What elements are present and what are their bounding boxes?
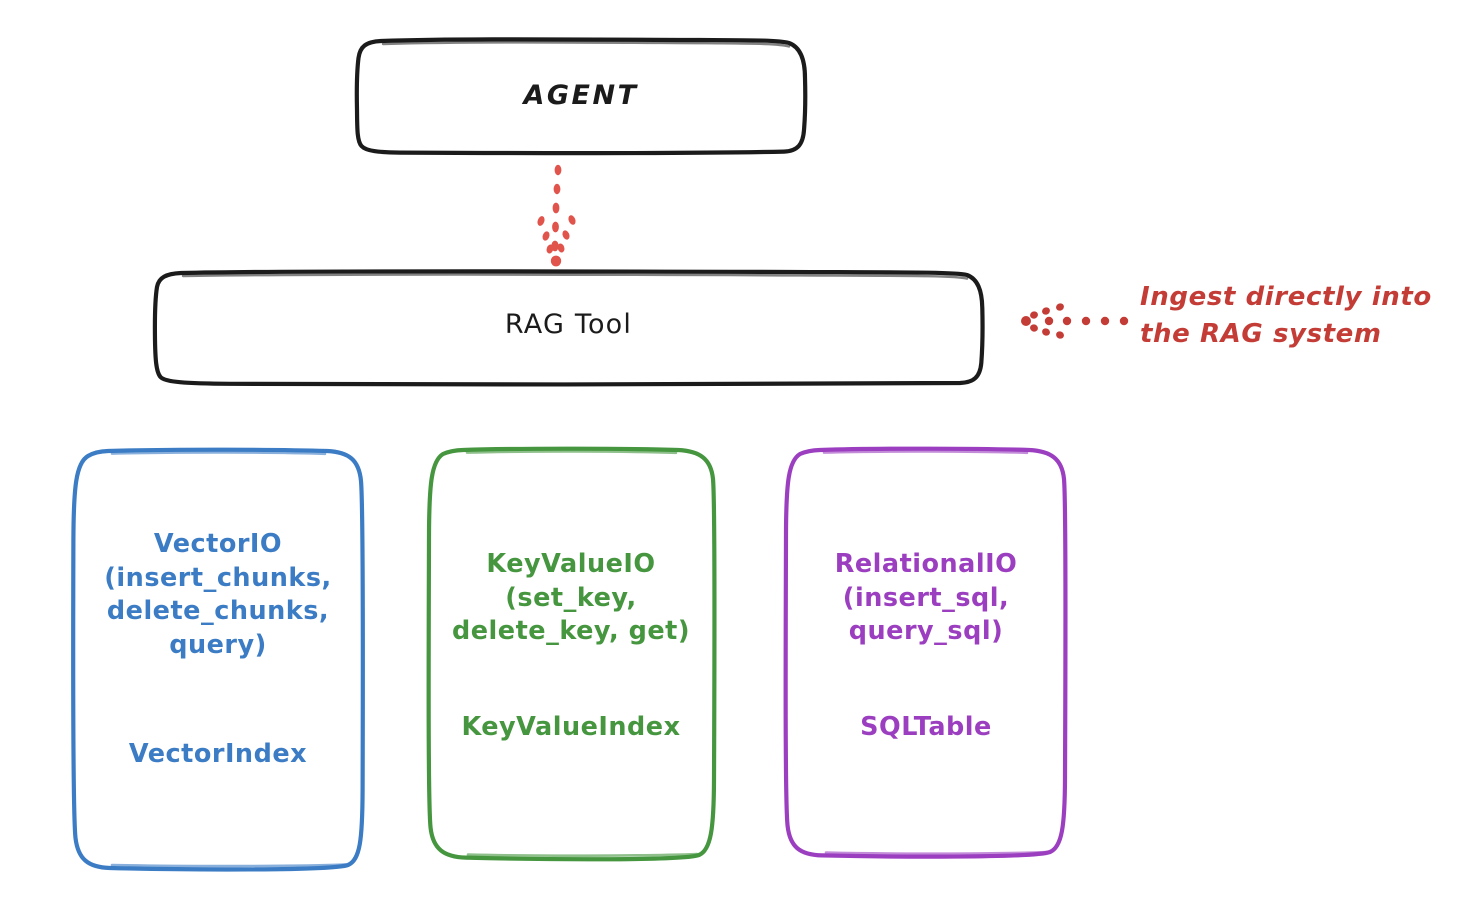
keyvalue-store-box-outline (426, 446, 717, 862)
vector-store-label: VectorIO (insert_chunks, delete_chunks, … (104, 529, 332, 660)
agent-label: AGENT (523, 80, 639, 111)
keyvalue-store-index-label: KeyValueIndex (461, 712, 681, 742)
keyvalue-store-node[interactable] (426, 446, 717, 862)
relational-store-label: RelationalIO (insert_sql, query_sql) (834, 549, 1018, 647)
relational-store-node[interactable] (783, 446, 1068, 859)
ingest-arrow-connector (1021, 303, 1129, 339)
keyvalue-store-label: KeyValueIO (set_key, delete_key, get) (452, 549, 690, 647)
vector-store-index-label: VectorIndex (128, 739, 308, 769)
relational-store-box-sketch-bottom (824, 850, 1050, 855)
vector-store-box-outline (71, 447, 365, 872)
rag-tool-label: RAG Tool (504, 309, 633, 340)
rag-tool-box-outline (152, 269, 985, 387)
rag-tool-box-sketch-overlay (181, 273, 969, 280)
agent-node[interactable] (354, 37, 808, 156)
relational-store-box-sketch-top (822, 450, 1029, 455)
agent-to-rag-connector (537, 164, 576, 267)
keyvalue-store-box-sketch-bottom (466, 852, 699, 857)
agent-box-sketch-overlay (381, 41, 791, 48)
ingest-annotation-text: Ingest directly into the RAG system (1140, 282, 1432, 349)
relational-store-box-outline (783, 446, 1068, 859)
keyvalue-store-box-sketch-top (465, 450, 678, 455)
vector-store-box-sketch-top (110, 451, 327, 456)
rag-tool-node[interactable] (152, 269, 985, 387)
agent-box-outline (354, 37, 808, 156)
vector-store-node[interactable] (71, 447, 365, 872)
relational-store-table-label: SQLTable (860, 712, 992, 742)
vector-store-box-sketch-bottom (110, 863, 348, 868)
